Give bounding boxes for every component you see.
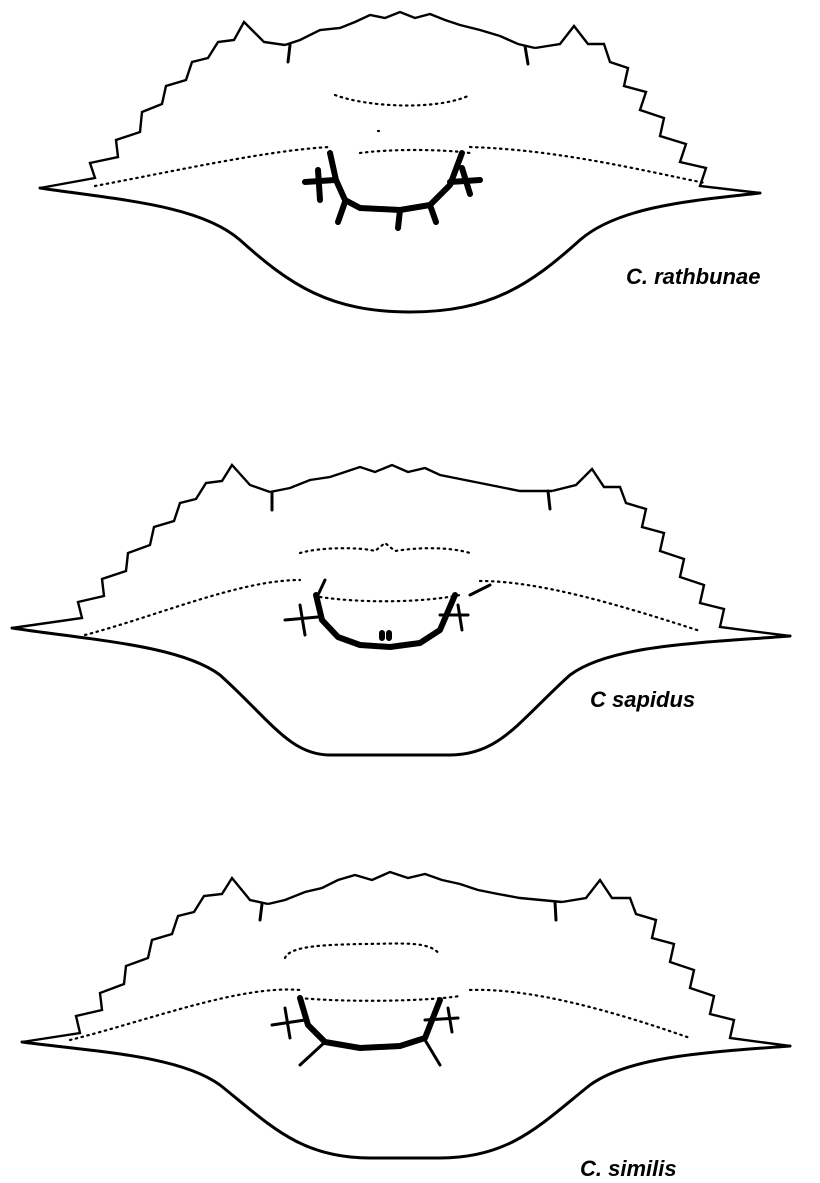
carapace-outline-sapidus — [0, 455, 820, 785]
specimen-label: C sapidus — [590, 687, 695, 713]
specimen-label: C. similis — [580, 1156, 677, 1182]
carapace-outline-similis — [0, 860, 820, 1183]
carapace-panel-similis: C. similis — [0, 860, 820, 1183]
specimen-label: C. rathbunae — [626, 264, 760, 290]
carapace-panel-rathbunae: C. rathbunae — [0, 0, 820, 330]
carapace-panel-sapidus: C sapidus — [0, 455, 820, 785]
